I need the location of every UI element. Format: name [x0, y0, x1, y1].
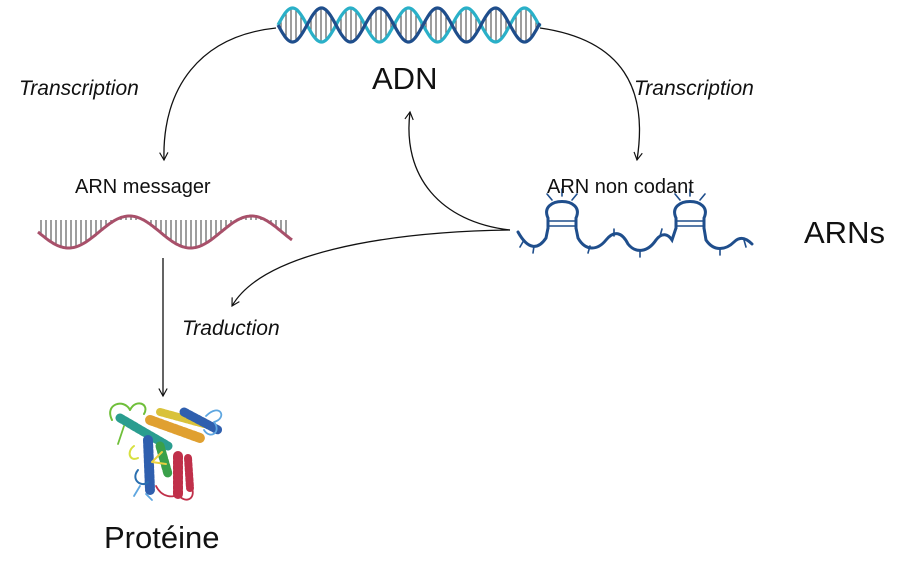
arrow-ncrna-to-translation — [231, 229, 511, 308]
protein-label: Protéine — [104, 520, 220, 555]
arrow-ncrna-to-dna — [404, 110, 511, 231]
arrow-transcription-right — [539, 27, 643, 162]
mrna-label: ARN messager — [75, 176, 211, 198]
ncrna-hairpin-icon — [516, 188, 754, 258]
nucleotide-tick — [659, 228, 663, 237]
dna-double-helix-icon — [276, 6, 542, 44]
protein-structure-icon — [109, 402, 223, 501]
nucleotide-tick — [546, 193, 553, 201]
nucleotide-tick — [587, 245, 591, 254]
transcription-right-label: Transcription — [634, 77, 754, 100]
rnas-label: ARNs — [804, 215, 885, 250]
ncrna-label: ARN non codant — [547, 176, 694, 198]
nucleotide-tick — [532, 245, 535, 254]
nucleotide-tick — [519, 239, 525, 248]
nucleotide-tick — [743, 239, 747, 248]
nucleotide-tick — [571, 193, 578, 201]
dna-label: ADN — [372, 61, 438, 96]
transcription-left-label: Transcription — [19, 77, 139, 100]
arrow-transcription-left — [159, 27, 277, 162]
mrna-strand-icon — [37, 214, 293, 250]
nucleotide-tick — [674, 193, 681, 201]
nucleotide-tick — [699, 193, 706, 201]
translation-label: Traduction — [182, 317, 280, 340]
